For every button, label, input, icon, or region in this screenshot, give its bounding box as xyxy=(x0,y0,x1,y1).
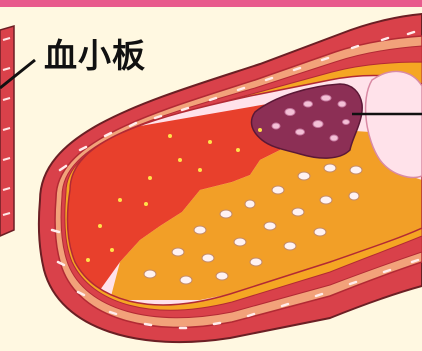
platelet-label: 血小板 xyxy=(44,36,146,76)
left-vessel-fragment xyxy=(0,26,14,236)
